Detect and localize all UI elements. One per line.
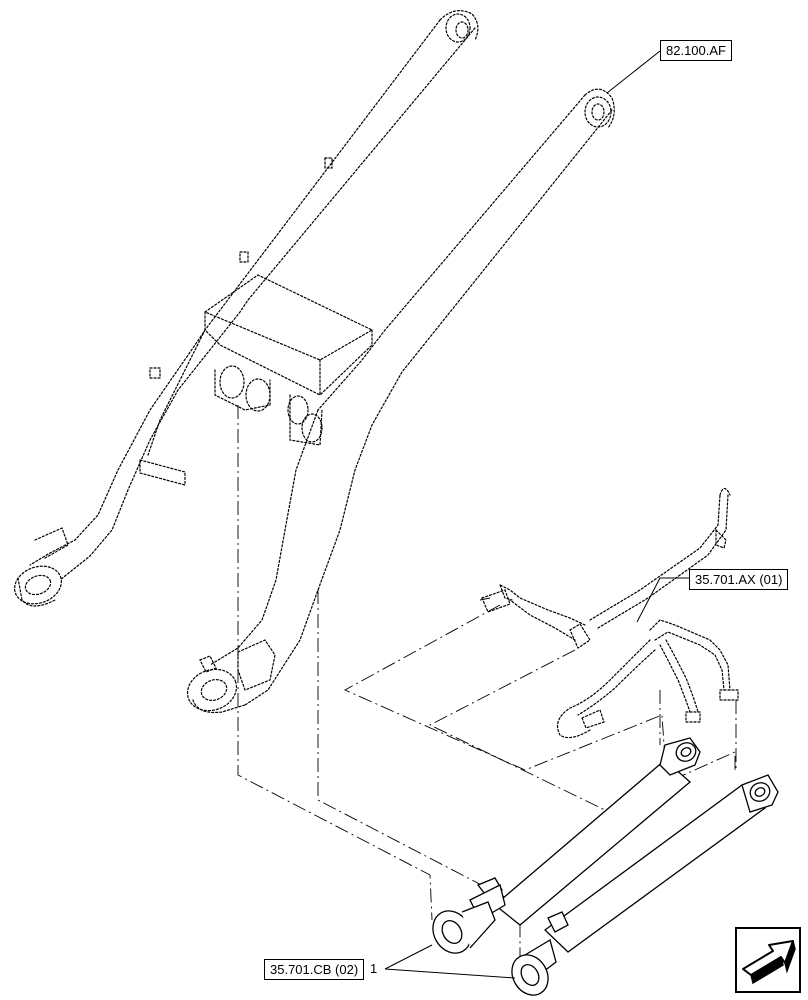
leader-lines [384,50,690,979]
arrow-icon [742,940,796,985]
callout-82-100-af[interactable]: 82.100.AF [660,40,732,61]
item-number: 1 [370,961,378,976]
lift-arm-frame [14,10,615,714]
callout-35-701-cb[interactable]: 35.701.CB (02) [264,959,365,980]
lift-cylinder-left [432,737,701,954]
next-page-arrow-icon[interactable] [735,927,801,993]
callout-35-701-ax[interactable]: 35.701.AX (01) [689,569,789,590]
assembly-guide-lines [237,405,737,965]
lift-cylinder-right [511,774,779,996]
hose-assembly [481,487,739,739]
